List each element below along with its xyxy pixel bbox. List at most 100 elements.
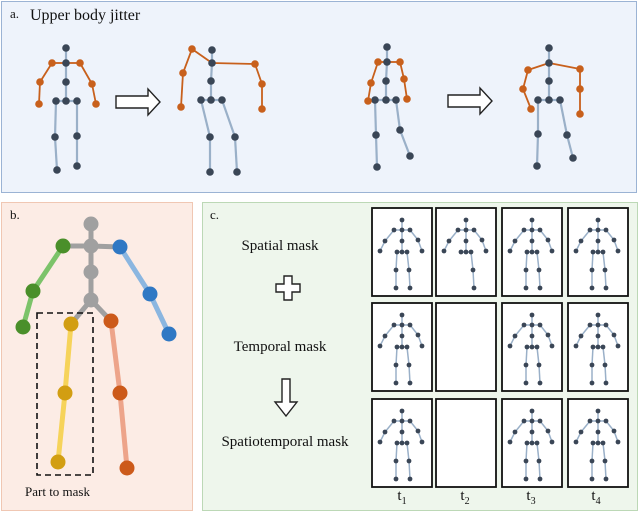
skeleton-4-arm-bone xyxy=(548,62,581,70)
mini-skeleton-joint xyxy=(507,248,513,254)
mini-skeleton-joint xyxy=(393,267,399,273)
mini-skeleton-bone xyxy=(538,364,541,384)
mini-skeleton-joint xyxy=(600,440,606,446)
mini-skeleton-joint xyxy=(483,248,489,254)
mini-skeleton-joint xyxy=(603,322,609,328)
mini-skeleton-bone xyxy=(536,251,540,271)
mini-skeleton-joint xyxy=(611,332,617,338)
skeleton-4-joint-pelvis xyxy=(545,96,553,104)
mini-skeleton-joint xyxy=(589,362,595,368)
mini-skeleton-joint xyxy=(573,343,579,349)
mini-skeleton-joint xyxy=(537,476,543,482)
mini-skeleton-joint xyxy=(419,343,425,349)
mini-skeleton-joint xyxy=(399,418,405,424)
mini-skeleton-joint xyxy=(393,380,399,386)
mini-skeleton-bone xyxy=(406,346,410,366)
mini-skeleton-joint xyxy=(615,343,621,349)
panel-b-joint-rwr xyxy=(161,326,177,342)
skeleton-3-joint-rhip xyxy=(392,96,400,104)
mini-skeleton-joint xyxy=(399,408,405,414)
mini-skeleton-joint xyxy=(377,343,383,349)
mini-skeleton-joint xyxy=(419,248,425,254)
mini-skeleton-joint xyxy=(600,249,606,255)
skeleton-4-joint-relb xyxy=(576,85,584,93)
mini-skeleton-joint xyxy=(602,267,608,273)
mini-skeleton-joint xyxy=(589,476,595,482)
mini-skeleton-bone xyxy=(395,251,398,271)
panel-b-joint-lwr xyxy=(15,319,31,335)
mini-skeleton-joint xyxy=(529,333,535,339)
mini-skeleton-joint xyxy=(536,362,542,368)
skeleton-4-joint-lhip xyxy=(534,96,542,104)
mini-skeleton-joint xyxy=(394,344,400,350)
mini-skeleton-joint xyxy=(600,344,606,350)
panel-b-joint-pelvis xyxy=(83,292,99,308)
skeleton-4-bone xyxy=(565,134,575,159)
skeleton-2-joint-lknee xyxy=(206,133,214,141)
mini-skeleton-joint xyxy=(377,439,383,445)
mini-skeleton-joint xyxy=(578,238,584,244)
skeleton-4-joint-lfoot xyxy=(533,162,541,170)
skeleton-1-joint-pelvis xyxy=(62,97,70,105)
panel-b-bone xyxy=(108,318,123,396)
mini-skeleton-bone xyxy=(525,442,528,462)
mini-skeleton-joint xyxy=(406,362,412,368)
mini-skeleton-joint xyxy=(529,217,535,223)
panel-b-bone xyxy=(55,390,68,465)
skeleton-4-joint-lknee xyxy=(534,130,542,138)
skeleton-3-bone xyxy=(394,99,402,131)
right-arrow-icon xyxy=(115,87,161,117)
panel-b-joint-rknee xyxy=(112,385,128,401)
mini-skeleton-joint xyxy=(595,249,601,255)
mini-skeleton-joint xyxy=(595,227,601,233)
panel-b-bone xyxy=(117,244,153,297)
mini-skeleton-joint xyxy=(595,238,601,244)
skeleton-2-bone xyxy=(199,99,212,138)
mini-skeleton-joint xyxy=(446,238,452,244)
skeleton-2-joint-rwr xyxy=(258,105,266,113)
mini-skeleton-joint xyxy=(578,333,584,339)
skeleton-4-joint-rhip xyxy=(556,96,564,104)
skeleton-1-joint-rhip xyxy=(73,97,81,105)
mini-skeleton-joint xyxy=(404,249,410,255)
mini-skeleton-joint xyxy=(529,312,535,318)
mini-skeleton-joint xyxy=(512,333,518,339)
mini-skeleton-joint xyxy=(590,440,596,446)
skeleton-1-joint-lelb xyxy=(36,78,44,86)
panel-b-bone xyxy=(30,243,66,294)
skeleton-4-joint-rknee xyxy=(563,131,571,139)
frame-r3-t2 xyxy=(435,398,497,488)
skeleton-3-joint-relb xyxy=(400,75,408,83)
skeleton-2-joint-rhip xyxy=(218,96,226,104)
mini-skeleton-bone xyxy=(406,251,410,271)
mini-skeleton-joint xyxy=(524,249,530,255)
mini-skeleton-joint xyxy=(573,439,579,445)
mini-skeleton-joint xyxy=(603,285,609,291)
mini-skeleton-joint xyxy=(534,440,540,446)
mini-skeleton-joint xyxy=(537,380,543,386)
mini-skeleton-joint xyxy=(611,428,617,434)
mini-skeleton-joint xyxy=(603,227,609,233)
mini-skeleton-joint xyxy=(407,227,413,233)
mini-skeleton-joint xyxy=(595,344,601,350)
mini-skeleton-joint xyxy=(441,248,447,254)
skeleton-1-joint-relb xyxy=(88,80,96,88)
mini-skeleton-joint xyxy=(595,322,601,328)
spatial-mask-label: Spatial mask xyxy=(241,238,319,254)
mini-skeleton-joint xyxy=(407,418,413,424)
mask-region-box xyxy=(36,312,94,476)
mini-skeleton-joint xyxy=(589,267,595,273)
mini-skeleton-joint xyxy=(602,458,608,464)
mini-skeleton-joint xyxy=(537,322,543,328)
skeleton-2-arm-bone xyxy=(180,72,184,108)
mini-skeleton-joint xyxy=(589,380,595,386)
mini-skeleton-joint xyxy=(523,476,529,482)
mini-skeleton-joint xyxy=(399,217,405,223)
panel-b-joint-head xyxy=(83,216,99,232)
mini-skeleton-bone xyxy=(538,269,541,289)
mini-skeleton-joint xyxy=(382,333,388,339)
mini-skeleton-joint xyxy=(602,362,608,368)
mini-skeleton-joint xyxy=(404,344,410,350)
mini-skeleton-joint xyxy=(455,227,461,233)
